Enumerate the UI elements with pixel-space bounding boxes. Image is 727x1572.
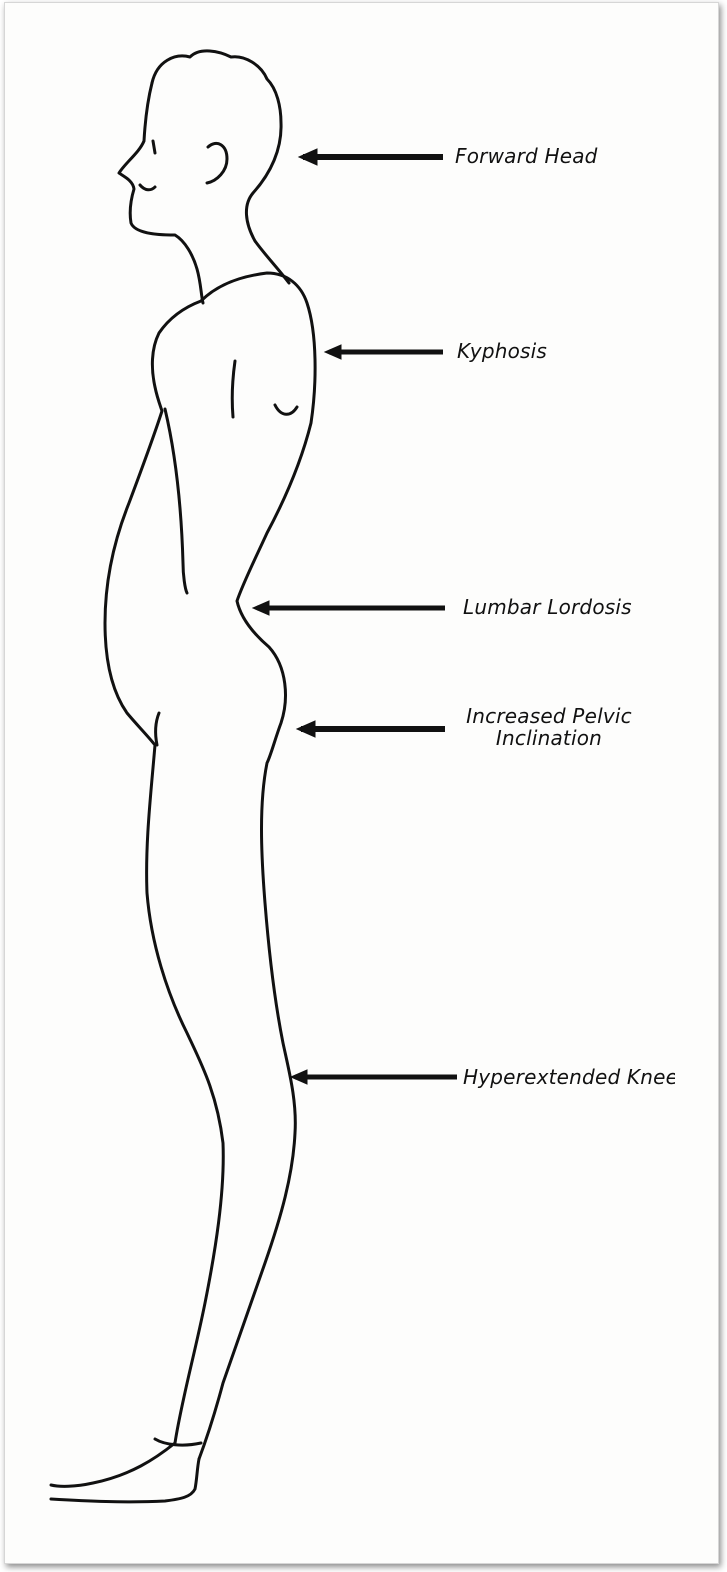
ear xyxy=(207,143,227,183)
buttock-crease xyxy=(156,713,159,745)
arrow-pelvic-inclination xyxy=(297,721,445,737)
diagram-frame: Forward Head Kyphosis Lumbar Lordosis In… xyxy=(4,2,719,1564)
arrow-forward-head xyxy=(299,149,443,165)
face-profile xyxy=(119,83,203,303)
arrow-hyperextended-knees xyxy=(291,1070,457,1084)
label-lumbar-lordosis: Lumbar Lordosis xyxy=(463,595,632,619)
label-forward-head: Forward Head xyxy=(455,144,598,168)
arrow-kyphosis xyxy=(325,345,443,359)
front-outline xyxy=(51,301,223,1486)
head-outline xyxy=(152,51,289,283)
arrows xyxy=(253,149,457,1084)
back-outline xyxy=(199,273,315,1459)
label-kyphosis: Kyphosis xyxy=(457,339,547,363)
label-pelvic-line2: Inclination xyxy=(459,727,639,749)
arrow-lumbar-lordosis xyxy=(253,601,445,615)
elbow xyxy=(275,405,297,414)
label-pelvic-line1: Increased Pelvic xyxy=(459,705,639,727)
eye xyxy=(153,141,155,153)
posture-figure xyxy=(5,3,718,1563)
label-pelvic-inclination: Increased Pelvic Inclination xyxy=(459,705,639,749)
arm-back xyxy=(232,361,235,417)
arm-front xyxy=(165,409,187,593)
mouth xyxy=(140,185,155,190)
label-hyperextended-knees: Hyperextended Knee: xyxy=(463,1065,675,1089)
ankle-line xyxy=(155,1439,201,1445)
foot-bottom xyxy=(51,1459,199,1502)
